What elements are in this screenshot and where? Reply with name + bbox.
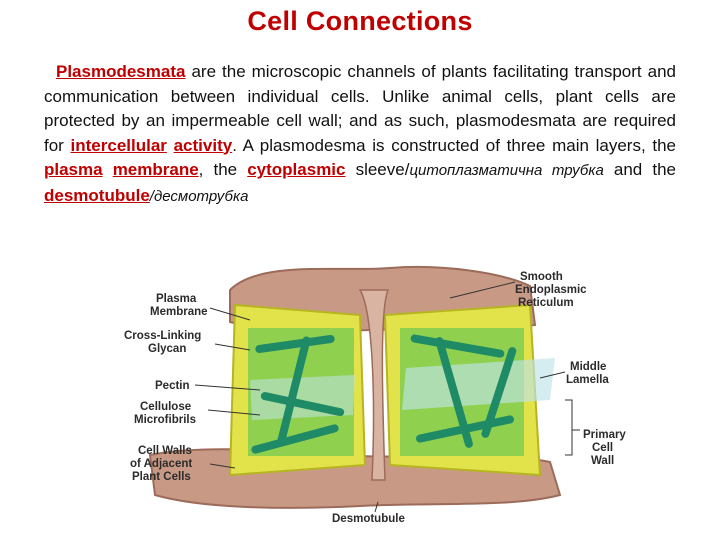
- label-pectin: Pectin: [155, 380, 190, 392]
- fibril-rod: [251, 424, 339, 454]
- text-run-4: sleeve/: [345, 160, 410, 179]
- term-plasmodesmata: Plasmodesmata: [56, 62, 186, 81]
- body-paragraph: Plasmodesmata are the microscopic channe…: [44, 60, 676, 209]
- term-desmotubule: desmotubule: [44, 185, 150, 205]
- cyrillic-desmotubule: /десмотрубка: [149, 187, 249, 205]
- term-plasma: plasma: [44, 160, 103, 179]
- leader-lines: [194, 281, 580, 513]
- fibril-rod: [435, 337, 473, 448]
- term-membrane: membrane: [112, 160, 199, 179]
- fibril-rod: [277, 336, 311, 444]
- fibril-rod: [410, 334, 505, 358]
- text-run-1: are the microscopic channels of plants f…: [44, 62, 676, 155]
- fibril-rod: [255, 334, 335, 354]
- term-cytoplasmic: cytoplasmic: [247, 160, 346, 179]
- text-run-2: . A plasmodesma is constructed of three …: [232, 135, 676, 155]
- term-intercellular: intercellular: [70, 135, 167, 155]
- label-desmotubule: Desmotubule: [332, 513, 405, 525]
- text-run-5: and the: [603, 160, 676, 179]
- middle-lamella: [402, 358, 555, 410]
- term-activity: activity: [173, 135, 233, 155]
- central-channel: [358, 289, 390, 481]
- fibril-rod: [481, 347, 517, 438]
- microfibril-rods: [251, 334, 517, 454]
- cyrillic-sleeve: цитоплазматична трубка: [409, 162, 604, 179]
- page-title: Cell Connections: [247, 6, 473, 36]
- text-run-3: , the: [198, 160, 248, 179]
- fibril-rod: [260, 392, 345, 417]
